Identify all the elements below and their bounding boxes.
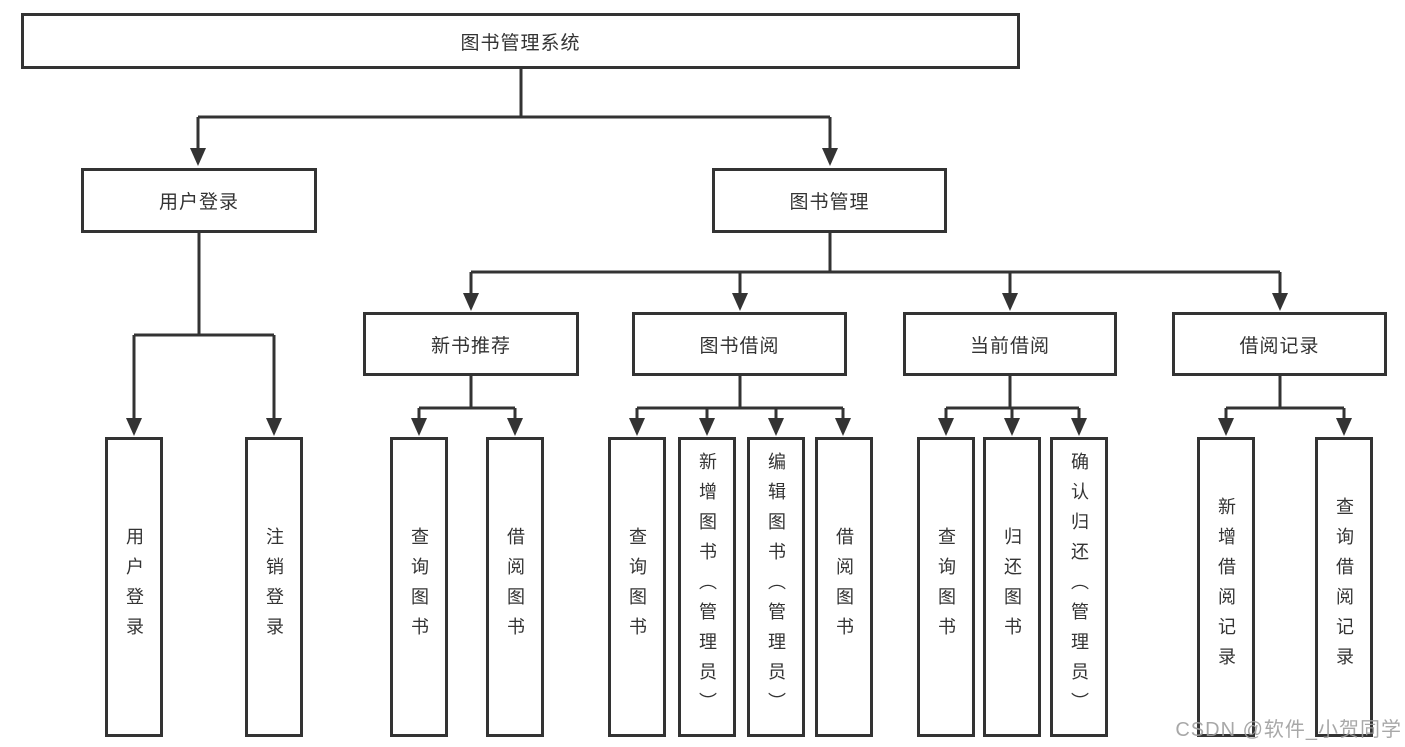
node-user-login: 用户登录 bbox=[81, 168, 317, 233]
node-library-management-system: 图书管理系统 bbox=[21, 13, 1020, 69]
connector-current-borrow-to-leaves bbox=[944, 376, 1081, 422]
leaf-edit-book-admin: 编辑图书（管理员） bbox=[747, 437, 805, 737]
node-new-book-recommendation: 新书推荐 bbox=[363, 312, 579, 376]
node-borrowing-records: 借阅记录 bbox=[1172, 312, 1387, 376]
leaf-borrow-books: 借阅图书 bbox=[815, 437, 873, 737]
leaf-confirm-return-admin: 确认归还（管理员） bbox=[1050, 437, 1108, 737]
node-book-management: 图书管理 bbox=[712, 168, 947, 233]
leaf-return-book: 归还图书 bbox=[983, 437, 1041, 737]
leaf-borrow-books-recommend: 借阅图书 bbox=[486, 437, 544, 737]
leaf-query-books-recommend: 查询图书 bbox=[390, 437, 448, 737]
leaf-query-books-current: 查询图书 bbox=[917, 437, 975, 737]
leaf-query-borrow-record: 查询借阅记录 bbox=[1315, 437, 1373, 737]
connector-root-to-level2 bbox=[196, 66, 832, 151]
node-book-borrowing: 图书借阅 bbox=[632, 312, 847, 376]
leaf-logout: 注销登录 bbox=[245, 437, 303, 737]
connector-new-book-to-leaves bbox=[417, 376, 517, 422]
connector-user-login-to-leaves bbox=[132, 233, 276, 421]
connector-book-mgmt-to-level3 bbox=[469, 233, 1282, 296]
connector-book-borrow-to-leaves bbox=[635, 376, 845, 422]
connector-borrow-records-to-leaves bbox=[1224, 376, 1346, 422]
node-current-borrowing: 当前借阅 bbox=[903, 312, 1117, 376]
csdn-watermark: CSDN @软件_小贺同学 bbox=[1175, 719, 1402, 741]
leaf-add-book-admin: 新增图书（管理员） bbox=[678, 437, 736, 737]
leaf-add-borrow-record: 新增借阅记录 bbox=[1197, 437, 1255, 737]
leaf-user-login: 用户登录 bbox=[105, 437, 163, 737]
leaf-query-books-borrow: 查询图书 bbox=[608, 437, 666, 737]
